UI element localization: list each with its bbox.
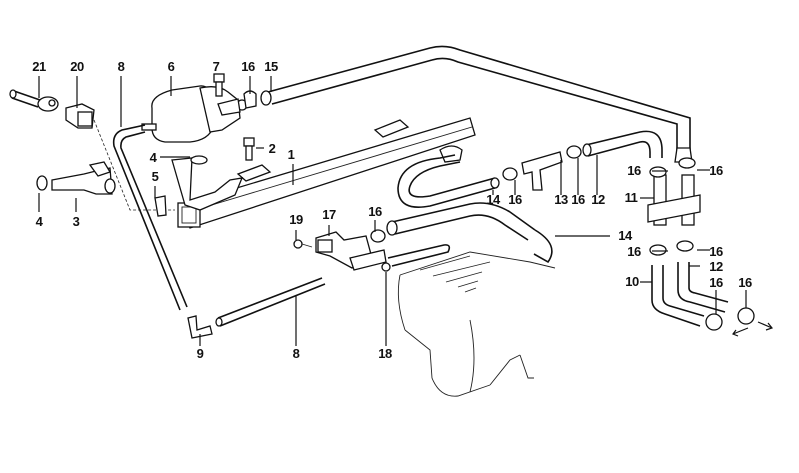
callout-1: 1: [288, 147, 295, 162]
hose-14-lower[interactable]: [386, 202, 553, 264]
callout-12b: 12: [709, 259, 723, 274]
screw-19[interactable]: [293, 239, 313, 249]
callout-16b: 16: [368, 204, 382, 219]
callout-16g: 16: [627, 244, 641, 259]
small-hose: [387, 244, 451, 267]
clamp-16-j[interactable]: [737, 307, 755, 325]
clamp-16-b[interactable]: [370, 229, 386, 243]
callout-16c: 16: [508, 192, 522, 207]
callout-14: 14: [486, 192, 501, 207]
vacuum-hose-8[interactable]: [112, 124, 188, 311]
callout-8b: 8: [293, 346, 300, 361]
double-connector-11[interactable]: [647, 174, 701, 226]
callout-16j: 16: [738, 275, 752, 290]
leader-lines: [38, 76, 747, 346]
return-hose-15[interactable]: [260, 45, 693, 163]
clamp-16-i[interactable]: [705, 313, 723, 331]
plug-20[interactable]: [65, 103, 95, 129]
clip-5[interactable]: [154, 195, 167, 217]
callout-16h: 16: [709, 244, 723, 259]
clamp-16-d[interactable]: [566, 145, 582, 159]
hose-connector-21[interactable]: [9, 89, 59, 112]
hose-14-upper[interactable]: [397, 154, 500, 208]
callout-16f: 16: [709, 163, 723, 178]
bolt-7[interactable]: [213, 73, 225, 97]
vacuum-hose-8-lower[interactable]: [215, 277, 326, 327]
fuel-injector-3[interactable]: [36, 161, 116, 195]
callout-12: 12: [591, 192, 605, 207]
callout-3: 3: [73, 214, 80, 229]
o-ring-4[interactable]: [190, 155, 208, 165]
clamp-16[interactable]: [243, 90, 257, 109]
intake-manifold: [397, 251, 556, 397]
callout-10: 10: [625, 274, 639, 289]
callout-16e: 16: [627, 163, 641, 178]
fuel-hose-12-lower[interactable]: [677, 262, 729, 313]
callout-5: 5: [152, 169, 159, 184]
callout-13: 13: [554, 192, 568, 207]
callout-4: 4: [150, 150, 158, 165]
callout-11: 11: [625, 190, 638, 205]
callout-16i: 16: [709, 275, 723, 290]
callout-2: 2: [269, 141, 276, 156]
callout-4b: 4: [36, 214, 44, 229]
callout-9: 9: [197, 346, 204, 361]
bolt-2[interactable]: [243, 137, 255, 161]
callout-18: 18: [378, 346, 392, 361]
t-connector-13[interactable]: [521, 151, 563, 191]
flow-arrow-out: [757, 321, 774, 331]
clamps-16-right[interactable]: [649, 157, 696, 256]
callout-16: 16: [241, 59, 255, 74]
regulator-bracket: [171, 157, 244, 211]
pressure-regulator-6[interactable]: [141, 85, 248, 143]
callout-20: 20: [70, 59, 84, 74]
valve-17[interactable]: [315, 231, 387, 271]
flow-arrow-in: [732, 327, 749, 337]
callout-7: 7: [213, 59, 220, 74]
elbow-connector-9[interactable]: [187, 315, 213, 339]
callout-15: 15: [264, 59, 278, 74]
o-ring-18[interactable]: [381, 262, 391, 272]
callout-6: 6: [168, 59, 175, 74]
fuel-rail-1[interactable]: [177, 117, 476, 229]
callout-14b: 14: [618, 228, 633, 243]
fuel-hose-12[interactable]: [582, 130, 663, 158]
callout-labels: 21 20 8 6 7 16 15 4 2 1 5 4 3 19 17 16 1…: [32, 59, 752, 361]
fuel-hose-10[interactable]: [651, 265, 705, 327]
callout-17: 17: [322, 207, 336, 222]
callout-19: 19: [289, 212, 303, 227]
callout-8: 8: [118, 59, 125, 74]
callout-21: 21: [32, 59, 46, 74]
clamp-16-c[interactable]: [502, 167, 518, 181]
callout-16d: 16: [571, 192, 585, 207]
